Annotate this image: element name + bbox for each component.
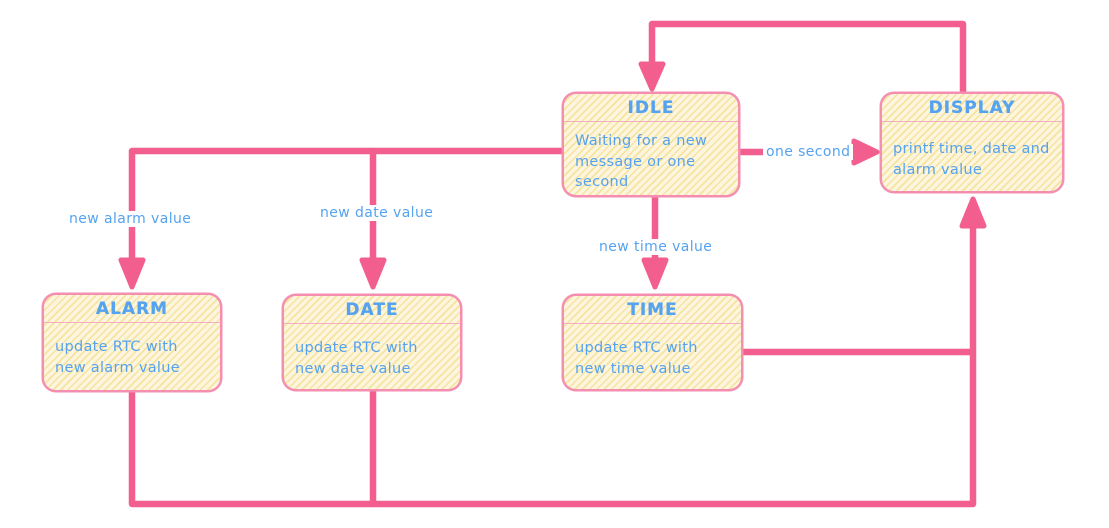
edge-label-new-alarm-value: new alarm value [66,211,195,227]
node-alarm-title: ALARM [44,295,220,323]
node-alarm-body: update RTC with new alarm value [55,339,180,376]
node-time: TIME update RTC with new time value [562,294,743,391]
arrowhead-into-display-bottom [959,196,987,229]
arrowhead-into-time-top [641,257,669,290]
node-time-body: update RTC with new time value [575,340,698,377]
node-alarm: ALARM update RTC with new alarm value [42,293,222,392]
node-display-body: printf time, date and alarm value [893,141,1050,178]
edge-label-new-date-value: new date value [317,205,437,221]
arrowhead-into-idle-top [638,61,666,92]
arrowhead-into-display-left [851,138,880,166]
node-idle: IDLE Waiting for a new message or one se… [562,92,740,197]
node-idle-title: IDLE [564,94,738,122]
arrowhead-into-alarm-top [118,257,146,290]
edge-label-one-second: one second [763,144,854,160]
node-display-title: DISPLAY [882,94,1062,122]
edge-bottom-rail-to-display [128,224,977,508]
node-idle-body: Waiting for a new message or one second [575,133,708,191]
node-time-title: TIME [564,296,741,324]
node-display: DISPLAY printf time, date and alarm valu… [880,92,1064,193]
node-date-title: DATE [284,296,460,324]
node-date: DATE update RTC with new date value [282,294,462,391]
edge-display-to-idle [648,20,967,97]
node-date-body: update RTC with new date value [295,340,418,377]
arrowhead-into-date-top [359,257,387,290]
edge-label-new-time-value: new time value [596,239,716,255]
